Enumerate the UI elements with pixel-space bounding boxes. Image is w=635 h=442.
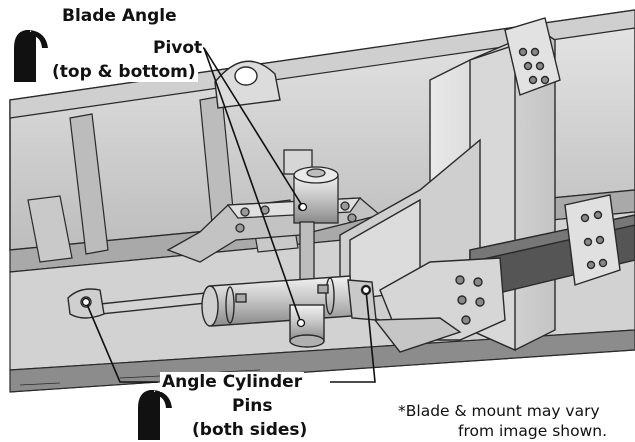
upper-pivot-bracket bbox=[166, 149, 382, 323]
cylinder-callout-line1: Angle Cylinder bbox=[160, 372, 305, 392]
pivot-callout-line3: (top & bottom) bbox=[50, 62, 198, 82]
disclaimer-line2: from image shown. bbox=[458, 422, 608, 440]
pivot-callout-line2: Pivot bbox=[152, 38, 204, 58]
cylinder-callout-line2: Pins bbox=[230, 396, 275, 416]
disclaimer-line1: *Blade & mount may vary bbox=[398, 402, 600, 420]
lift-ear bbox=[214, 60, 281, 109]
pivot-callout-line1: Blade Angle bbox=[60, 6, 179, 26]
cutting-edge-detail bbox=[19, 369, 261, 386]
cylinder-callout-line3: (both sides) bbox=[190, 420, 310, 440]
callout-points bbox=[81, 202, 371, 328]
grease-fitting-icon bbox=[138, 390, 172, 440]
mount-frame bbox=[339, 17, 635, 353]
callout-leaders bbox=[85, 47, 376, 383]
grease-fitting-icon bbox=[14, 30, 48, 82]
